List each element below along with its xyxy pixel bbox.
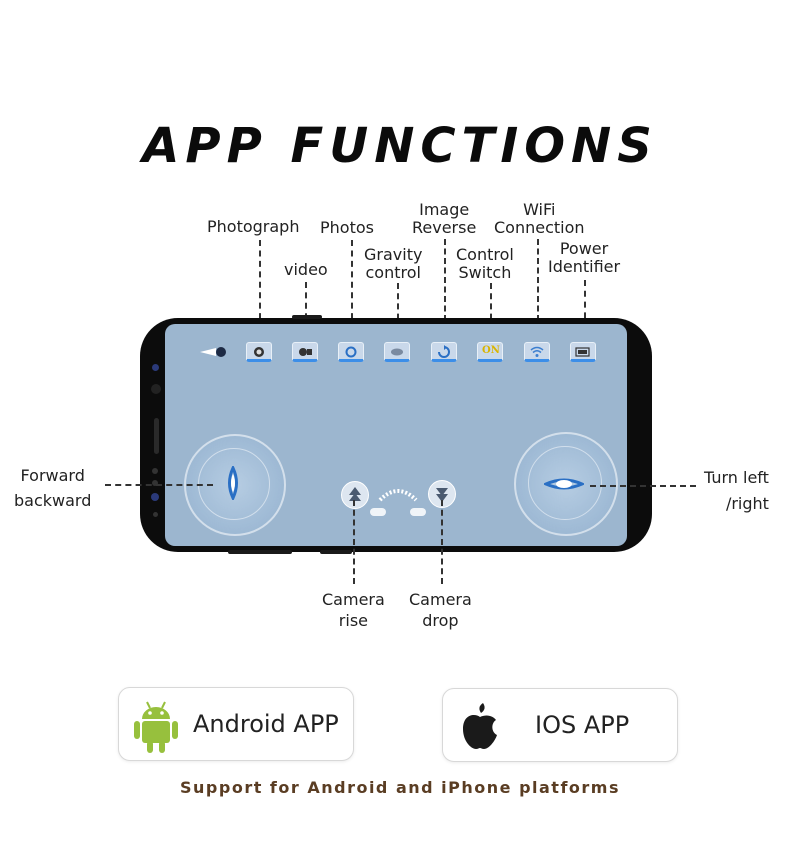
label-gravity-control: Gravity control	[364, 245, 423, 282]
label-wifi-connection: WiFi Connection	[494, 200, 585, 237]
label-control-switch: Control Switch	[456, 245, 514, 282]
phone-sensor-4	[151, 493, 159, 501]
phone-sensor-5	[153, 512, 158, 517]
android-icon	[131, 698, 181, 754]
leader-forward-backward	[105, 484, 213, 486]
leader-wifi	[537, 239, 539, 340]
phone-speaker	[154, 418, 159, 454]
phone-camera	[151, 384, 161, 394]
phone-bottom-button-1	[228, 550, 292, 554]
turn-arrow-icon	[542, 476, 586, 492]
page-title: APP FUNCTIONS	[142, 118, 658, 174]
battery-icon	[570, 342, 596, 362]
label-image-reverse: Image Reverse	[412, 200, 477, 237]
label-photos: Photos	[320, 218, 374, 237]
apple-icon	[459, 701, 501, 751]
leader-turn	[590, 485, 696, 487]
video-icon[interactable]	[292, 342, 318, 362]
android-app-label: Android APP	[193, 710, 339, 738]
forward-backward-arrow-icon	[226, 464, 240, 502]
leader-gravity	[397, 283, 399, 340]
leader-image-reverse	[444, 239, 446, 340]
label-forward-backward: Forward backward	[14, 466, 92, 510]
label-turn-left-right: Turn left /right	[704, 468, 769, 513]
leader-camera-rise	[353, 500, 355, 584]
control-switch-icon[interactable]: ON	[477, 342, 503, 362]
right-joystick-ring	[528, 446, 602, 520]
ios-app-label: IOS APP	[535, 711, 630, 739]
label-video: video	[284, 260, 328, 279]
phone-sensor-3	[152, 480, 158, 486]
phone-top-button	[292, 315, 322, 319]
leader-video	[305, 282, 307, 340]
gravity-icon[interactable]	[384, 342, 410, 362]
image-reverse-icon[interactable]	[431, 342, 457, 362]
photograph-icon[interactable]	[246, 342, 272, 362]
leader-photos	[351, 240, 353, 340]
platform-support-tagline: Support for Android and iPhone platforms	[180, 778, 620, 797]
leader-power	[584, 280, 586, 340]
label-power-identifier: Power Identifier	[548, 239, 621, 276]
photos-icon[interactable]	[338, 342, 364, 362]
leader-photograph	[259, 240, 261, 340]
label-photograph: Photograph	[207, 217, 300, 236]
leader-camera-drop	[441, 500, 443, 584]
wifi-icon[interactable]	[524, 342, 550, 362]
label-camera-rise: Camera rise	[322, 590, 385, 630]
leader-control-switch	[490, 283, 492, 340]
camera-rise-button[interactable]	[341, 481, 369, 509]
android-app-button[interactable]: Android APP	[118, 687, 354, 761]
phone-bottom-button-2	[320, 550, 352, 554]
label-camera-drop: Camera drop	[409, 590, 472, 630]
back-icon[interactable]	[200, 344, 228, 358]
camera-angle-gauge-icon	[368, 484, 428, 520]
phone-sensor-1	[152, 364, 159, 371]
ios-app-button[interactable]: IOS APP	[442, 688, 678, 762]
phone-sensor-2	[152, 468, 158, 474]
